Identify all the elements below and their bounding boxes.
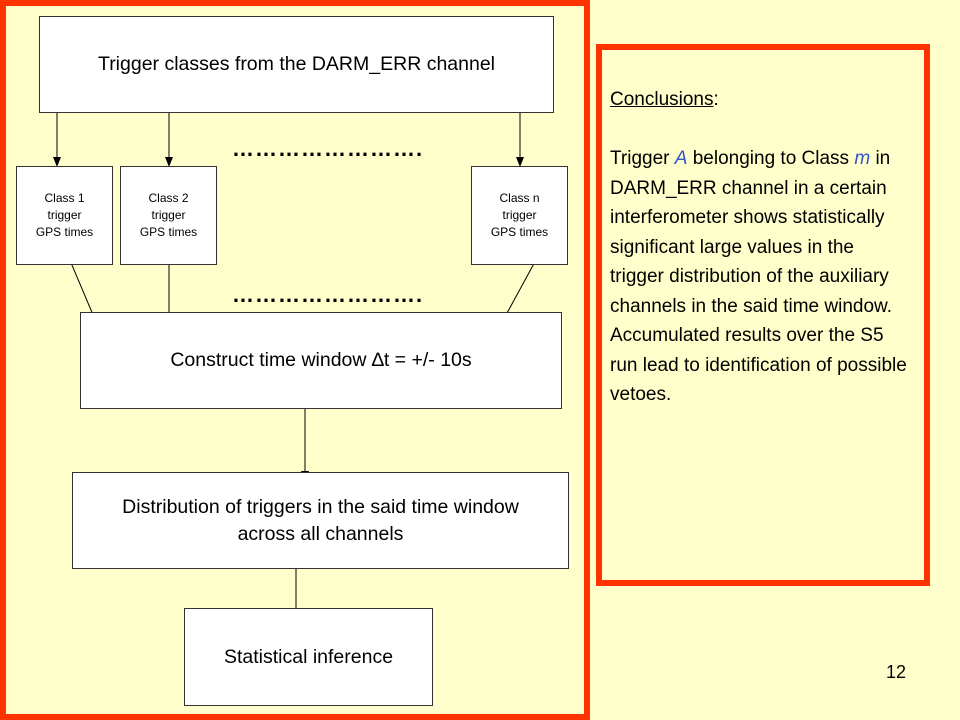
class-1-line2: trigger — [47, 208, 82, 223]
p1-part-b: belonging to Class — [687, 148, 855, 169]
class-1-line3: GPS times — [35, 224, 94, 239]
class-2-line2: trigger — [151, 208, 186, 223]
distribution-line2: across all channels — [237, 522, 404, 545]
time-window-label: Construct time window ∆t = +/- 10s — [170, 347, 471, 373]
class-n-line1: Class n — [499, 191, 540, 206]
p1-trigger-letter: A — [674, 148, 688, 169]
p1-part-a: Trigger — [610, 148, 675, 169]
trigger-classes-box: Trigger classes from the DARM_ERR channe… — [39, 16, 554, 113]
dots-middle: ……………………. — [232, 282, 424, 307]
class-2-line3: GPS times — [139, 224, 198, 239]
distribution-box: Distribution of triggers in the said tim… — [72, 472, 569, 569]
conclusions-text: Conclusions: Trigger A belonging to Clas… — [610, 85, 910, 410]
class-n-line3: GPS times — [490, 224, 549, 239]
class-2-line1: Class 2 — [148, 191, 189, 206]
p1-class-letter: m — [854, 148, 871, 169]
class-1-box: Class 1 trigger GPS times — [16, 166, 113, 265]
conclusions-heading-colon: : — [713, 89, 719, 110]
inference-label: Statistical inference — [223, 645, 394, 668]
class-n-line2: trigger — [502, 208, 537, 223]
conclusions-paragraph-2: Accumulated results over the S5 run lead… — [610, 325, 907, 405]
time-window-suffix: t = +/- 10s — [383, 349, 472, 372]
time-window-prefix: Construct time window — [170, 349, 372, 372]
dots-top: ……………………. — [232, 136, 424, 161]
inference-box: Statistical inference — [184, 608, 433, 706]
trigger-classes-label: Trigger classes from the DARM_ERR channe… — [98, 53, 495, 76]
class-n-box: Class n trigger GPS times — [471, 166, 568, 265]
delta-symbol: ∆ — [371, 349, 384, 372]
conclusions-paragraph-1: Trigger A belonging to Class m in DARM_E… — [610, 144, 910, 321]
conclusions-heading-word: Conclusions — [610, 89, 714, 110]
conclusions-heading: Conclusions: — [610, 85, 910, 115]
left-frame — [0, 0, 590, 720]
class-2-box: Class 2 trigger GPS times — [120, 166, 217, 265]
p1-part-c: in DARM_ERR channel in a certain interfe… — [610, 148, 896, 317]
conclusions-frame — [596, 44, 930, 586]
time-window-box: Construct time window ∆t = +/- 10s — [80, 312, 562, 409]
class-1-line1: Class 1 — [44, 191, 85, 206]
distribution-line1: Distribution of triggers in the said tim… — [122, 496, 519, 519]
page-number: 12 — [886, 662, 907, 682]
